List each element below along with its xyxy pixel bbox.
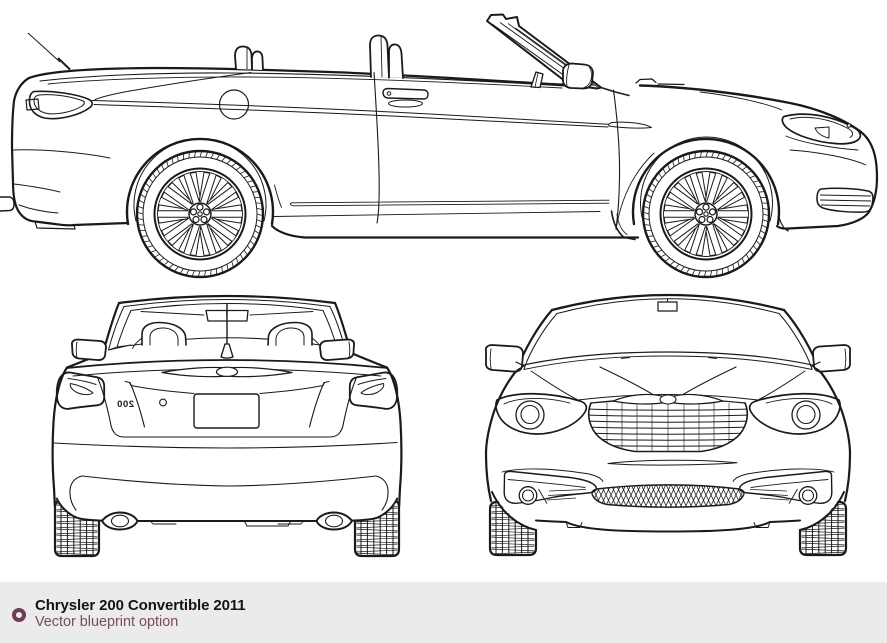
svg-text:200: 200: [117, 399, 134, 410]
